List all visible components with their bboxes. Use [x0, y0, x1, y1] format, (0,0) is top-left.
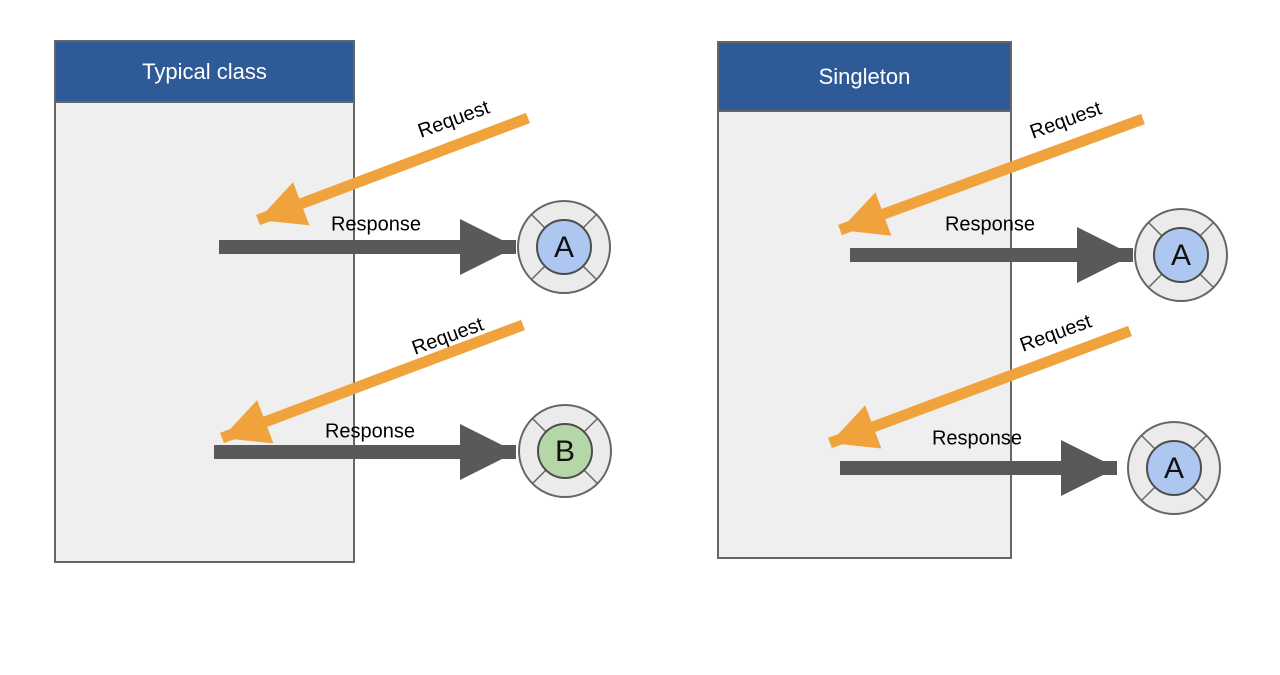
spoke-se [1199, 273, 1215, 289]
instance-a-inner-circle [1146, 440, 1202, 496]
instance-ring [1127, 421, 1221, 515]
spoke-nw [531, 417, 547, 433]
left-request-label-2: Request [409, 313, 487, 360]
right-instance-circle-2: A [1127, 421, 1221, 515]
spoke-ne [1199, 221, 1215, 237]
singleton-title: Singleton [818, 63, 911, 89]
left-response-label-1: Response [330, 213, 422, 236]
right-request-label-1: Request [1027, 97, 1105, 144]
left-response-label-2: Response [324, 420, 416, 443]
spoke-sw [531, 469, 547, 485]
singleton-box: Singleton [717, 41, 1012, 559]
spoke-ne [583, 417, 599, 433]
spoke-nw [530, 213, 546, 229]
instance-ring [1134, 208, 1228, 302]
instance-b-inner-circle [537, 423, 593, 479]
left-instance-circle-2: B [518, 404, 612, 498]
spoke-ne [1192, 434, 1208, 450]
spoke-sw [1140, 486, 1156, 502]
spoke-sw [1147, 273, 1163, 289]
spoke-nw [1140, 434, 1156, 450]
instance-letter: A [1171, 239, 1191, 272]
instance-letter: B [555, 435, 575, 468]
typical-class-header: Typical class [56, 42, 353, 103]
right-instance-circle-1: A [1134, 208, 1228, 302]
instance-letter: A [1164, 452, 1184, 485]
left-request-label-1: Request [415, 96, 493, 143]
spoke-nw [1147, 221, 1163, 237]
right-response-label-1: Response [944, 213, 1036, 236]
spoke-se [583, 469, 599, 485]
spoke-ne [582, 213, 598, 229]
spoke-sw [530, 265, 546, 281]
right-request-label-2: Request [1017, 310, 1095, 357]
instance-a-inner-circle [536, 219, 592, 275]
singleton-header: Singleton [719, 43, 1010, 112]
instance-a-inner-circle [1153, 227, 1209, 283]
typical-class-box: Typical class [54, 40, 355, 563]
spoke-se [582, 265, 598, 281]
instance-ring [517, 200, 611, 294]
typical-class-title: Typical class [142, 58, 267, 84]
left-instance-circle-1: A [517, 200, 611, 294]
instance-ring [518, 404, 612, 498]
instance-letter: A [554, 231, 574, 264]
spoke-se [1192, 486, 1208, 502]
right-response-label-2: Response [931, 427, 1023, 450]
